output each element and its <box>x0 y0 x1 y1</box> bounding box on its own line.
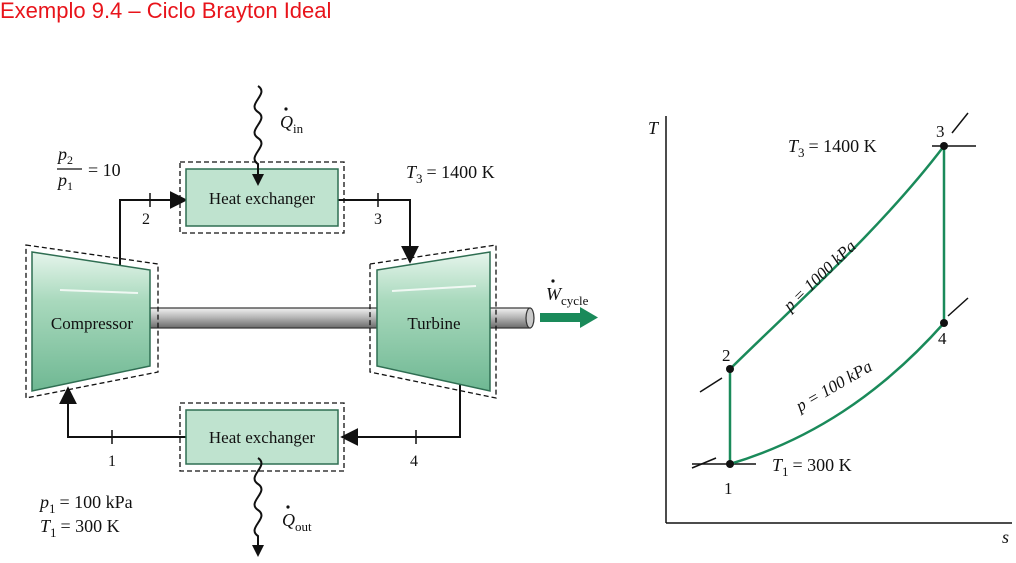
flow-lines <box>59 191 461 446</box>
ts-point-2-label: 2 <box>722 346 731 365</box>
state-2-label: 2 <box>142 211 150 228</box>
q-in-label: Qin <box>280 112 304 136</box>
svg-text:p1: p1 <box>56 170 73 193</box>
q-out-label: Qout <box>282 510 312 534</box>
svg-text:p2: p2 <box>56 144 73 167</box>
inlet-temperature-label: T1= 300 K <box>40 516 120 540</box>
ts-point-4-label: 4 <box>938 329 947 348</box>
shaft-end <box>525 307 535 329</box>
ts-low-pressure-label: p = 100 kPa <box>792 357 876 416</box>
q-out-arrow <box>252 457 264 557</box>
inlet-pressure-label: p1= 100 kPa <box>38 492 133 516</box>
heat-exchanger-bottom-label: Heat exchanger <box>209 428 316 447</box>
schematic: Compressor Turbine Heat exchanger Heat e… <box>25 85 598 557</box>
pressure-ratio: p2 p1 = 10 <box>56 144 121 193</box>
heat-exchanger-top: Heat exchanger <box>179 161 345 234</box>
w-cycle-arrow <box>540 307 598 328</box>
state-4-label: 4 <box>410 453 418 470</box>
slide-title: Exemplo 9.4 – Ciclo Brayton Ideal <box>0 0 332 23</box>
flow-line-1 <box>59 386 186 438</box>
w-cycle-label: Wcycle <box>546 284 589 308</box>
state-1-label: 1 <box>108 453 116 470</box>
compressor-label: Compressor <box>51 314 134 333</box>
q-in-arrow <box>252 85 264 186</box>
ts-process-2-3 <box>729 145 945 370</box>
ts-cycle <box>728 145 946 466</box>
state-3-label: 3 <box>374 211 382 228</box>
svg-text:= 10: = 10 <box>88 160 121 180</box>
ts-point-1-label: 1 <box>724 479 733 498</box>
schematic-t3-label: T3= 1400 K <box>406 162 495 186</box>
compressor: Compressor <box>25 244 159 399</box>
flow-line-3 <box>338 199 419 264</box>
ts-state-points <box>726 142 948 468</box>
ts-x-axis-label: s <box>1002 527 1009 547</box>
flow-line-4 <box>340 380 461 446</box>
ts-t1-label: T1= 300 K <box>772 455 852 479</box>
turbine: Turbine <box>369 244 497 399</box>
turbine-label: Turbine <box>407 314 460 333</box>
flow-line-2 <box>119 191 188 265</box>
heat-exchanger-bottom: Heat exchanger <box>179 402 345 472</box>
ts-process-4-1 <box>729 322 945 466</box>
heat-exchanger-top-label: Heat exchanger <box>209 189 316 208</box>
ts-point-3-label: 3 <box>936 122 945 141</box>
state-ticks <box>111 193 417 444</box>
ts-isobar-ticks <box>691 112 976 469</box>
ts-t3-label: T3= 1400 K <box>788 136 877 160</box>
ts-diagram: T s 1 2 3 4 T3= 1400 <box>648 112 1012 547</box>
ts-y-axis-label: T <box>648 118 660 138</box>
ts-high-pressure-label: p = 1000 kPa <box>779 236 860 315</box>
